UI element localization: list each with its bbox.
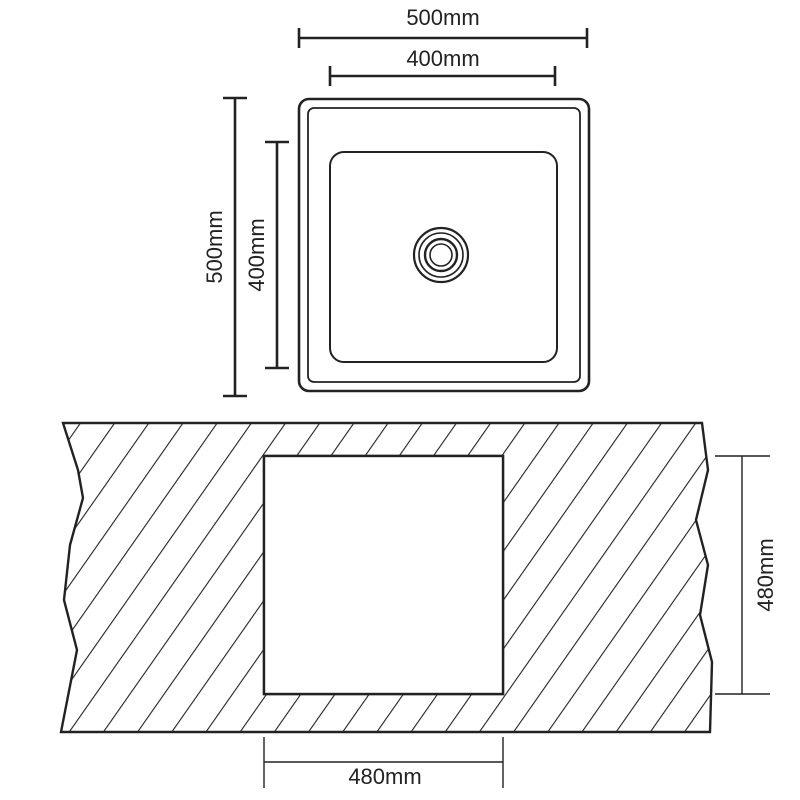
inner-width-label: 400mm [406,46,479,71]
sink-top-view [297,97,591,393]
cutout-width-label: 480mm [348,764,421,789]
dimension-inner-height: 400mm [244,140,289,370]
outer-width-label: 500mm [406,5,479,30]
outer-height-label: 500mm [202,210,227,283]
dimension-outer-width: 500mm [297,5,589,48]
dimension-outer-height: 500mm [202,96,247,398]
sink-cutout [262,454,505,696]
dimension-inner-width: 400mm [328,46,557,86]
sink-rim-inner-edge [307,107,581,383]
drain-icon [412,226,470,284]
inner-height-label: 400mm [244,218,269,291]
cutout-height-label: 480mm [753,538,778,611]
dimension-cutout-height: 480mm [715,455,778,695]
sink-bowl [329,151,558,363]
dimension-cutout-width: 480mm [263,737,504,789]
countertop-section [59,421,714,734]
sink-outer-rim [297,97,591,393]
